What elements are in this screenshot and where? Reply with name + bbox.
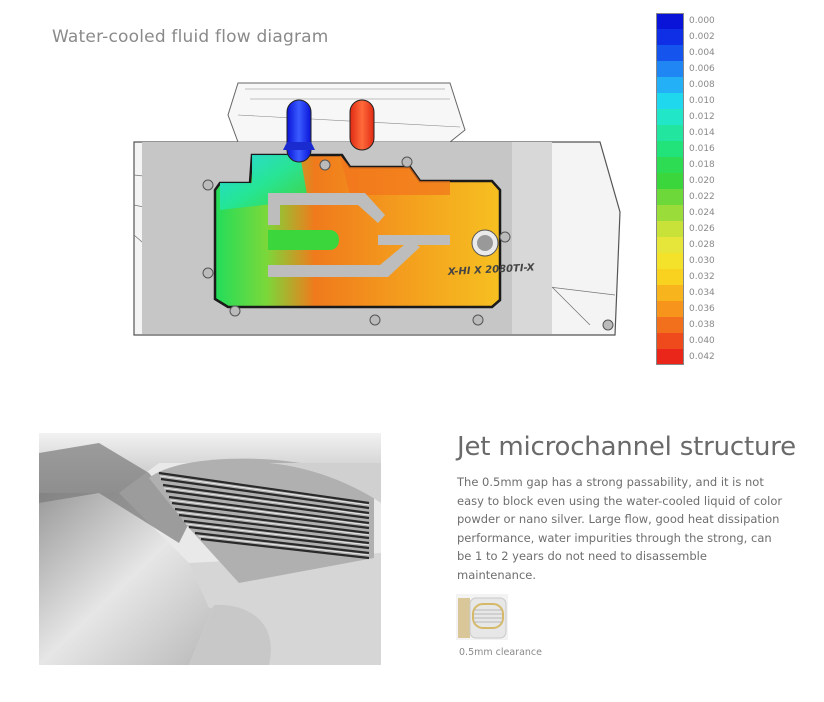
legend-entry: 0.022 — [656, 189, 715, 205]
legend-entry: 0.008 — [656, 77, 715, 93]
legend-swatch — [656, 189, 684, 205]
velocity-scale-legend: 0.000 0.002 0.004 0.006 0.008 0.010 0.012 0.014… — [656, 13, 715, 365]
legend-label: 0.002 — [689, 32, 715, 42]
legend-entry: 0.014 — [656, 125, 715, 141]
water-block-flow-diagram: X-HI X 2080TI-X — [133, 82, 621, 336]
legend-label: 0.036 — [689, 304, 715, 314]
legend-entry: 0.012 — [656, 109, 715, 125]
microchannel-description: The 0.5mm gap has a strong passability, … — [457, 475, 783, 582]
legend-swatch — [656, 29, 684, 45]
legend-swatch — [656, 285, 684, 301]
legend-entry: 0.020 — [656, 173, 715, 189]
legend-swatch — [656, 109, 684, 125]
legend-entry: 0.034 — [656, 285, 715, 301]
legend-entry: 0.040 — [656, 333, 715, 349]
legend-entry: 0.036 — [656, 301, 715, 317]
legend-label: 0.004 — [689, 48, 715, 58]
legend-label: 0.040 — [689, 336, 715, 346]
legend-swatch — [656, 301, 684, 317]
legend-label: 0.028 — [689, 240, 715, 250]
legend-label: 0.022 — [689, 192, 715, 202]
legend-entry: 0.018 — [656, 157, 715, 173]
legend-swatch — [656, 349, 684, 365]
legend-swatch — [656, 205, 684, 221]
legend-entry: 0.006 — [656, 61, 715, 77]
microchannel-fins-image — [39, 433, 381, 665]
legend-entry: 0.028 — [656, 237, 715, 253]
legend-label: 0.030 — [689, 256, 715, 266]
legend-label: 0.006 — [689, 64, 715, 74]
legend-entry: 0.016 — [656, 141, 715, 157]
legend-entry: 0.042 — [656, 349, 715, 365]
legend-swatch — [656, 13, 684, 29]
legend-entry: 0.002 — [656, 29, 715, 45]
legend-entry: 0.004 — [656, 45, 715, 61]
legend-entry: 0.024 — [656, 205, 715, 221]
legend-swatch — [656, 157, 684, 173]
legend-swatch — [656, 45, 684, 61]
legend-label: 0.012 — [689, 112, 715, 122]
legend-swatch — [656, 93, 684, 109]
flow-diagram-title: Water-cooled fluid flow diagram — [52, 27, 329, 47]
legend-label: 0.020 — [689, 176, 715, 186]
legend-label: 0.032 — [689, 272, 715, 282]
microchannel-heading: Jet microchannel structure — [457, 432, 796, 462]
legend-entry: 0.026 — [656, 221, 715, 237]
legend-label: 0.014 — [689, 128, 715, 138]
legend-entry: 0.032 — [656, 269, 715, 285]
legend-label: 0.034 — [689, 288, 715, 298]
legend-label: 0.024 — [689, 208, 715, 218]
legend-swatch — [656, 269, 684, 285]
legend-swatch — [656, 141, 684, 157]
legend-label: 0.018 — [689, 160, 715, 170]
legend-label: 0.038 — [689, 320, 715, 330]
legend-swatch — [656, 77, 684, 93]
legend-entry: 0.000 — [656, 13, 715, 29]
clearance-thumbnail-image — [456, 594, 508, 640]
legend-label: 0.016 — [689, 144, 715, 154]
legend-swatch — [656, 237, 684, 253]
clearance-caption: 0.5mm clearance — [459, 647, 542, 658]
legend-swatch — [656, 333, 684, 349]
legend-swatch — [656, 173, 684, 189]
legend-entry: 0.010 — [656, 93, 715, 109]
legend-label: 0.042 — [689, 352, 715, 362]
legend-entry: 0.038 — [656, 317, 715, 333]
legend-label: 0.008 — [689, 80, 715, 90]
board-model-label: X-HI X 2080TI-X — [447, 262, 536, 278]
legend-swatch — [656, 221, 684, 237]
legend-swatch — [656, 125, 684, 141]
legend-label: 0.010 — [689, 96, 715, 106]
legend-label: 0.000 — [689, 16, 715, 26]
legend-swatch — [656, 61, 684, 77]
legend-label: 0.026 — [689, 224, 715, 234]
legend-entry: 0.030 — [656, 253, 715, 269]
legend-swatch — [656, 317, 684, 333]
legend-swatch — [656, 253, 684, 269]
